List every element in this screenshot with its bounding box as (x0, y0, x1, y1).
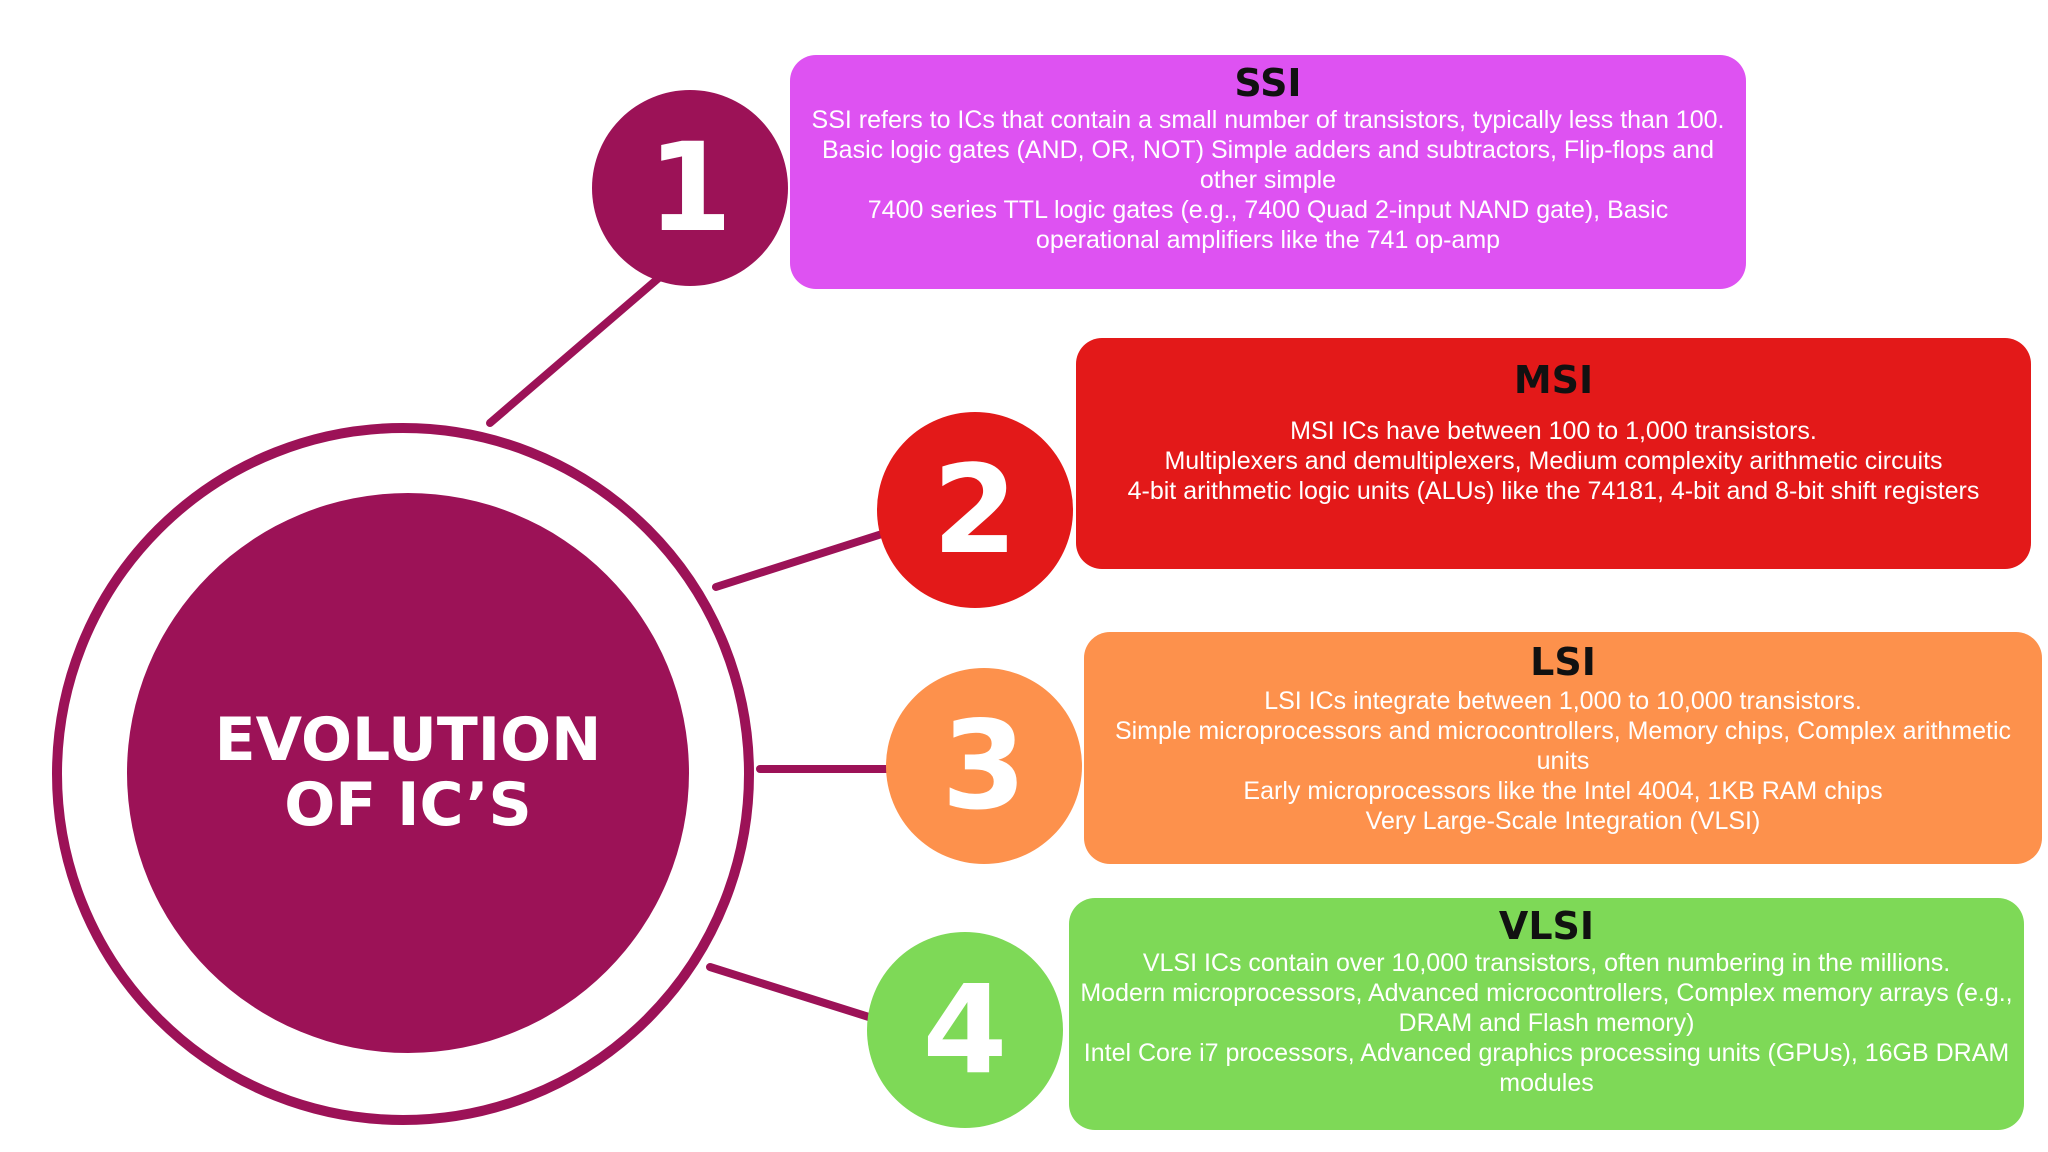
hub-title: EVOLUTION OF IC’S (214, 705, 602, 840)
stage-title: MSI (1513, 358, 1594, 402)
description-line: MSI ICs have between 100 to 1,000 transi… (1290, 416, 1817, 445)
description-line: Very Large-Scale Integration (VLSI) (1365, 806, 1761, 835)
stage-card-lsi: LSI LSI ICs integrate between 1,000 to 1… (1084, 632, 2042, 864)
description-line: Intel Core i7 processors, Advanced graph… (1083, 1038, 2010, 1097)
description-line: VLSI ICs contain over 10,000 transistors… (1142, 948, 1951, 977)
stage-number-3: 3 (886, 668, 1082, 864)
description-line: Basic logic gates (AND, OR, NOT) Simple … (821, 135, 1714, 194)
connector-4 (706, 963, 876, 1022)
stage-number-1: 1 (592, 90, 788, 286)
stage-title: LSI (1530, 640, 1596, 684)
connector-2 (712, 529, 889, 591)
description-line: Simple microprocessors and microcontroll… (1114, 716, 2012, 775)
stage-description: LSI ICs integrate between 1,000 to 10,00… (1102, 686, 2024, 836)
stage-title: SSI (1234, 61, 1302, 105)
stage-number-2: 2 (877, 412, 1073, 608)
description-line: Early microprocessors like the Intel 400… (1243, 776, 1883, 805)
description-line: LSI ICs integrate between 1,000 to 10,00… (1264, 686, 1862, 715)
description-line: 7400 series TTL logic gates (e.g., 7400 … (867, 195, 1669, 254)
hub-circle: EVOLUTION OF IC’S (127, 493, 689, 1053)
stage-description: SSI refers to ICs that contain a small n… (808, 105, 1728, 255)
stage-number-4: 4 (867, 932, 1063, 1128)
connector-1 (486, 266, 672, 427)
description-line: Multiplexers and demultiplexers, Medium … (1164, 446, 1943, 475)
stage-card-ssi: SSI SSI refers to ICs that contain a sma… (790, 55, 1746, 289)
stage-description: VLSI ICs contain over 10,000 transistors… (1079, 948, 2014, 1098)
stage-description: MSI ICs have between 100 to 1,000 transi… (1094, 416, 2013, 506)
description-line: 4-bit arithmetic logic units (ALUs) like… (1127, 476, 1980, 505)
description-line: Modern microprocessors, Advanced microco… (1080, 978, 2013, 1037)
description-line: SSI refers to ICs that contain a small n… (811, 105, 1725, 134)
stage-title: VLSI (1498, 904, 1595, 948)
stage-card-vlsi: VLSI VLSI ICs contain over 10,000 transi… (1069, 898, 2024, 1130)
stage-card-msi: MSI MSI ICs have between 100 to 1,000 tr… (1076, 338, 2031, 569)
